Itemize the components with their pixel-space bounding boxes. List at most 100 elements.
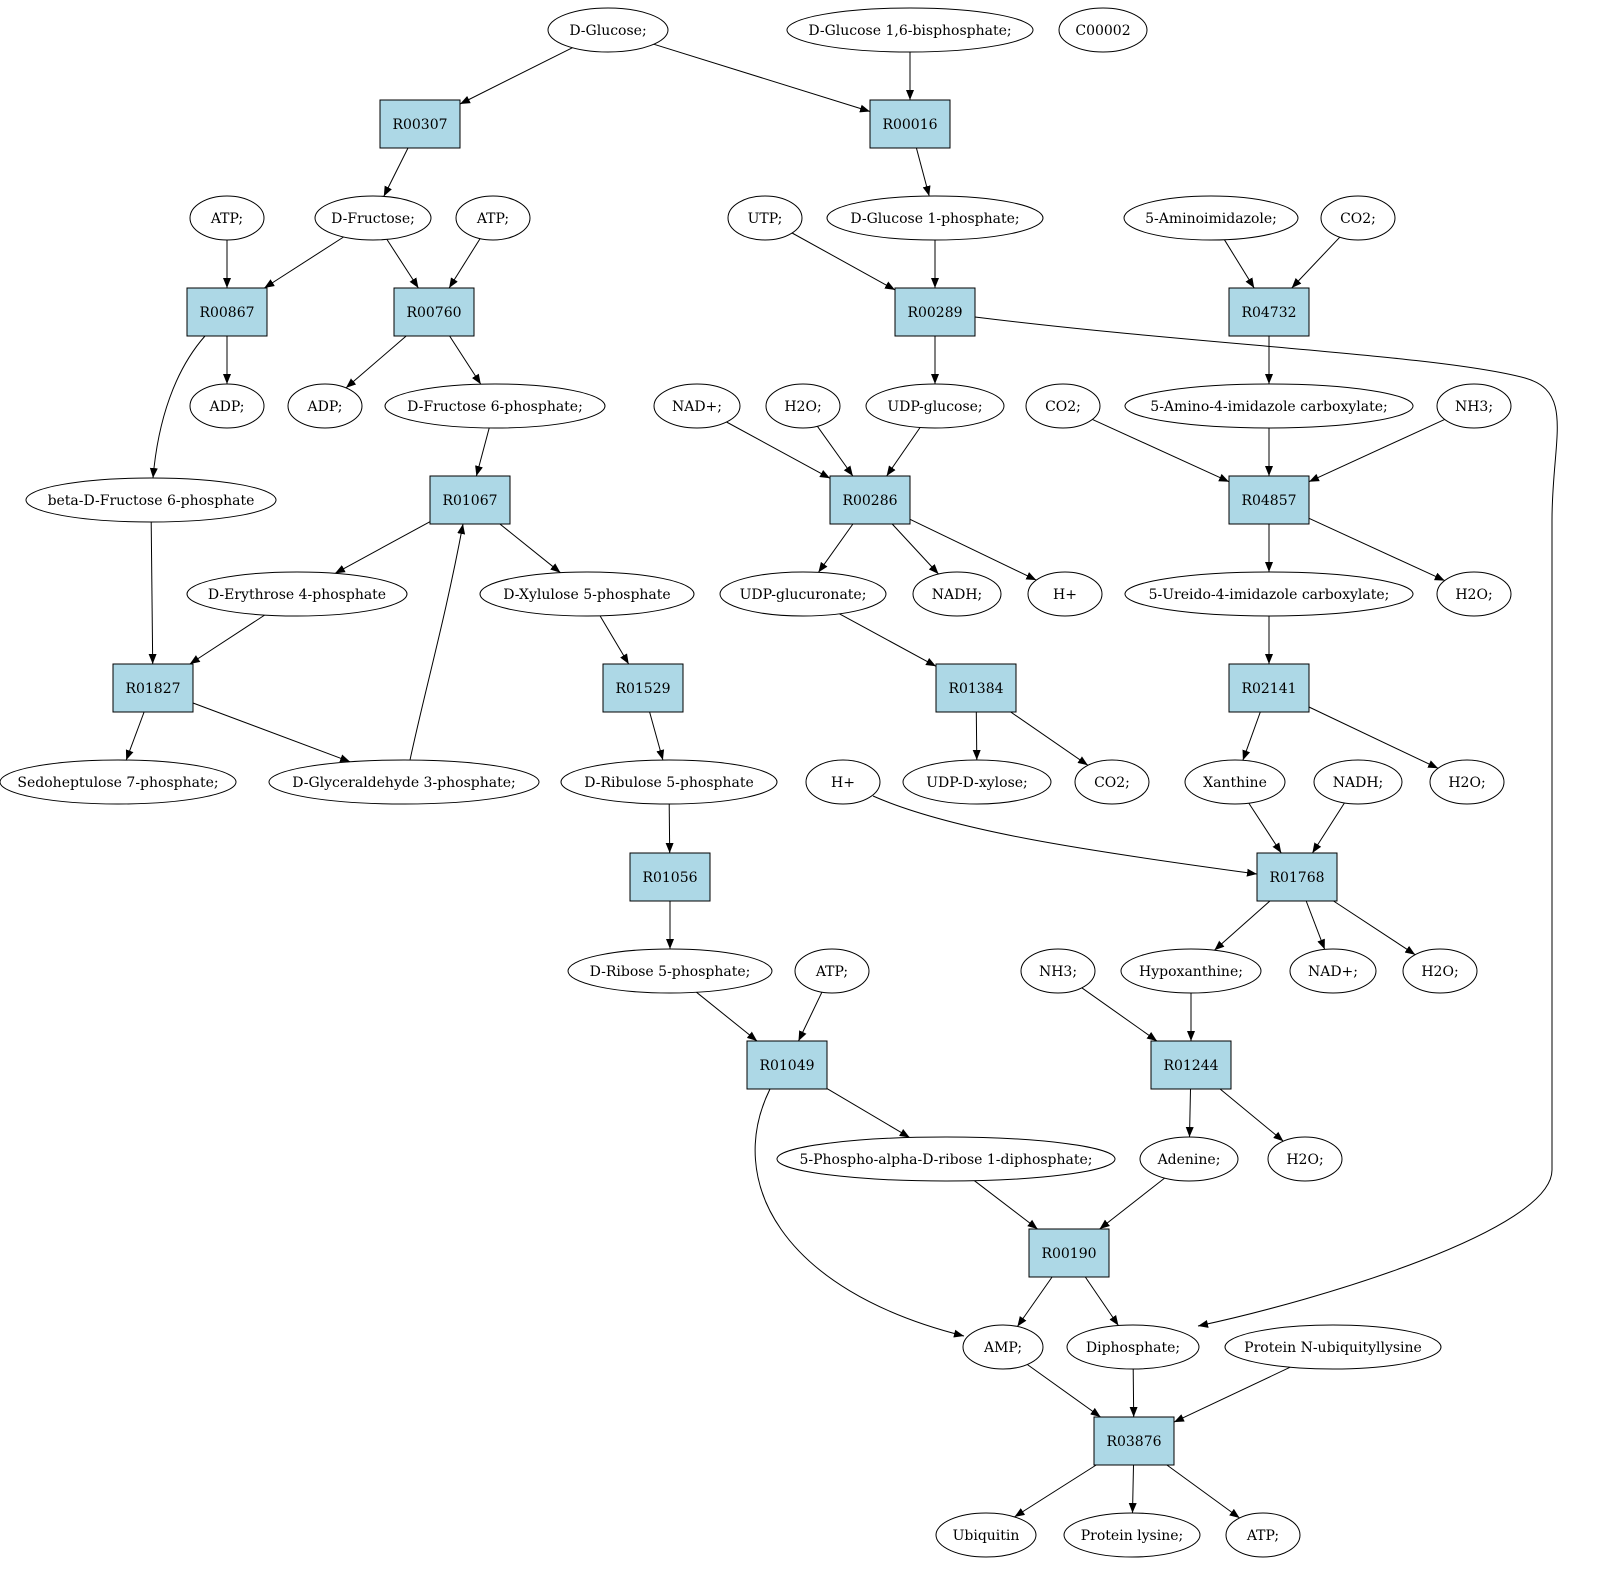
compound-node-n_hypox[interactable]: Hypoxanthine; [1120, 948, 1262, 994]
reaction-node-r04732[interactable]: R04732 [1228, 287, 1310, 337]
compound-node-n_atp1[interactable]: ATP; [189, 195, 265, 241]
compound-node-n_adp1[interactable]: ADP; [189, 383, 265, 429]
node-label: R00286 [842, 493, 897, 509]
node-label: D-Ribose 5-phosphate; [590, 964, 751, 980]
compound-node-n_prpp[interactable]: 5-Phospho-alpha-D-ribose 1-diphosphate; [776, 1136, 1116, 1182]
compound-node-n_h1[interactable]: H+ [1027, 571, 1103, 617]
node-label: D-Fructose; [331, 211, 415, 227]
compound-node-n_h2o3[interactable]: H2O; [1429, 759, 1505, 805]
compound-node-n_g16bp[interactable]: D-Glucose 1,6-bisphosphate; [786, 7, 1034, 53]
reaction-node-r01049[interactable]: R01049 [746, 1040, 828, 1090]
compound-node-n_uic[interactable]: 5-Ureido-4-imidazole carboxylate; [1124, 571, 1414, 617]
compound-node-n_nad2[interactable]: NAD+; [1289, 948, 1377, 994]
compound-node-n_adenine[interactable]: Adenine; [1139, 1136, 1239, 1182]
compound-node-n_ru5p[interactable]: D-Ribulose 5-phosphate [560, 759, 778, 805]
compound-ellipse [935, 1512, 1037, 1558]
reaction-node-r04857[interactable]: R04857 [1228, 475, 1310, 525]
compound-node-n_adp2[interactable]: ADP; [287, 383, 363, 429]
node-label: R01067 [442, 493, 497, 509]
compound-node-n_nadh1[interactable]: NADH; [912, 571, 1002, 617]
reaction-node-r00307[interactable]: R00307 [379, 99, 461, 149]
node-label: UDP-D-xylose; [926, 775, 1028, 791]
compound-node-n_udpglc[interactable]: UDP-glucose; [865, 383, 1005, 429]
compound-node-n_h2o2[interactable]: H2O; [1436, 571, 1512, 617]
edge-n_ppi-to-r03876 [1129, 1368, 1138, 1418]
node-label: D-Glucose; [569, 23, 646, 39]
edge-r01049-to-n_prpp [826, 1088, 910, 1138]
compound-node-n_bf6p[interactable]: beta-D-Fructose 6-phosphate [25, 477, 277, 523]
compound-node-n_ppi[interactable]: Diphosphate; [1066, 1324, 1200, 1370]
node-label: ATP; [476, 211, 509, 227]
compound-ellipse [1225, 1512, 1301, 1558]
edge-n_adenine-to-r00190 [1099, 1177, 1165, 1230]
compound-node-n_udpgln[interactable]: UDP-glucuronate; [719, 571, 887, 617]
compound-node-n_co2c[interactable]: CO2; [1074, 759, 1150, 805]
reaction-node-r00016[interactable]: R00016 [869, 99, 951, 149]
compound-ellipse [1224, 1324, 1442, 1370]
reaction-node-r00760[interactable]: R00760 [393, 287, 475, 337]
edge-n_udpglc-to-r00286 [886, 427, 921, 477]
compound-node-n_s7p[interactable]: Sedoheptulose 7-phosphate; [0, 759, 237, 805]
reaction-node-r00190[interactable]: R00190 [1028, 1228, 1110, 1278]
compound-node-n_glucose[interactable]: D-Glucose; [547, 7, 669, 53]
edge-r01827-to-n_s7p [125, 711, 145, 761]
compound-node-n_nh3a[interactable]: NH3; [1436, 383, 1512, 429]
reaction-node-r01244[interactable]: R01244 [1150, 1040, 1232, 1090]
compound-node-n_utp[interactable]: UTP; [727, 195, 803, 241]
reaction-node-r02141[interactable]: R02141 [1228, 663, 1310, 713]
compound-ellipse [826, 195, 1044, 241]
node-label: H2O; [784, 399, 821, 415]
edge-r01768-to-n_hypox [1214, 900, 1271, 951]
compound-node-n_amp[interactable]: AMP; [962, 1324, 1044, 1370]
compound-node-n_co2a[interactable]: CO2; [1320, 195, 1396, 241]
compound-node-n_f6p[interactable]: D-Fructose 6-phosphate; [384, 383, 606, 429]
compound-node-n_co2b[interactable]: CO2; [1025, 383, 1101, 429]
compound-node-n_nh3b[interactable]: NH3; [1020, 948, 1096, 994]
compound-node-n_xanthine[interactable]: Xanthine [1184, 759, 1286, 805]
compound-node-n_g1p[interactable]: D-Glucose 1-phosphate; [826, 195, 1044, 241]
compound-node-n_atp3[interactable]: ATP; [794, 948, 870, 994]
compound-node-n_udpxyl[interactable]: UDP-D-xylose; [902, 759, 1052, 805]
reaction-node-r01067[interactable]: R01067 [429, 475, 511, 525]
compound-node-n_h2o1[interactable]: H2O; [765, 383, 841, 429]
compound-ellipse [455, 195, 531, 241]
compound-node-n_h2o5[interactable]: H2O; [1267, 1136, 1343, 1182]
reaction-box [393, 287, 475, 337]
node-label: R04732 [1241, 305, 1296, 321]
compound-node-n_plys[interactable]: Protein lysine; [1063, 1512, 1201, 1558]
reaction-node-r01056[interactable]: R01056 [629, 852, 711, 902]
edge-r00289-to-n_ppi [974, 316, 1558, 1328]
compound-node-n_aaic[interactable]: 5-Amino-4-imidazole carboxylate; [1124, 383, 1414, 429]
compound-node-n_h2o4[interactable]: H2O; [1402, 948, 1478, 994]
node-label: NADH; [932, 587, 983, 603]
edge-n_atp3-to-r01049 [798, 991, 823, 1042]
compound-node-n_g3p[interactable]: D-Glyceraldehyde 3-phosphate; [268, 759, 540, 805]
reaction-node-r01529[interactable]: R01529 [602, 663, 684, 713]
compound-node-n_fructose[interactable]: D-Fructose; [314, 195, 432, 241]
reaction-node-r00867[interactable]: R00867 [186, 287, 268, 337]
compound-node-n_atp4[interactable]: ATP; [1225, 1512, 1301, 1558]
compound-node-n_nadh2[interactable]: NADH; [1313, 759, 1403, 805]
edge-r00286-to-n_udpgln [817, 523, 854, 573]
reaction-node-r00289[interactable]: R00289 [894, 287, 976, 337]
reaction-node-r01827[interactable]: R01827 [112, 663, 194, 713]
compound-node-n_r5p[interactable]: D-Ribose 5-phosphate; [567, 948, 773, 994]
compound-node-n_h2[interactable]: H+ [805, 759, 881, 805]
compound-node-n_pnub[interactable]: Protein N-ubiquityllysine [1224, 1324, 1442, 1370]
node-label: D-Erythrose 4-phosphate [208, 587, 386, 603]
reaction-node-r00286[interactable]: R00286 [829, 475, 911, 525]
reaction-node-r01768[interactable]: R01768 [1256, 852, 1338, 902]
compound-ellipse [865, 383, 1005, 429]
compound-node-n_ubiq[interactable]: Ubiquitin [935, 1512, 1037, 1558]
compound-node-n_aminoimid[interactable]: 5-Aminoimidazole; [1123, 195, 1299, 241]
compound-node-n_atp2[interactable]: ATP; [455, 195, 531, 241]
reaction-node-r01384[interactable]: R01384 [935, 663, 1017, 713]
compound-node-n_x5p[interactable]: D-Xylulose 5-phosphate [479, 571, 695, 617]
reaction-node-r03876[interactable]: R03876 [1093, 1416, 1175, 1466]
node-label: R00307 [392, 117, 447, 133]
compound-node-n_nad1[interactable]: NAD+; [653, 383, 741, 429]
compound-node-n_c00002[interactable]: C00002 [1058, 7, 1148, 53]
edge-r01244-to-n_h2o5 [1219, 1088, 1284, 1142]
edge-r00760-to-n_f6p [449, 335, 482, 385]
compound-node-n_e4p[interactable]: D-Erythrose 4-phosphate [186, 571, 408, 617]
